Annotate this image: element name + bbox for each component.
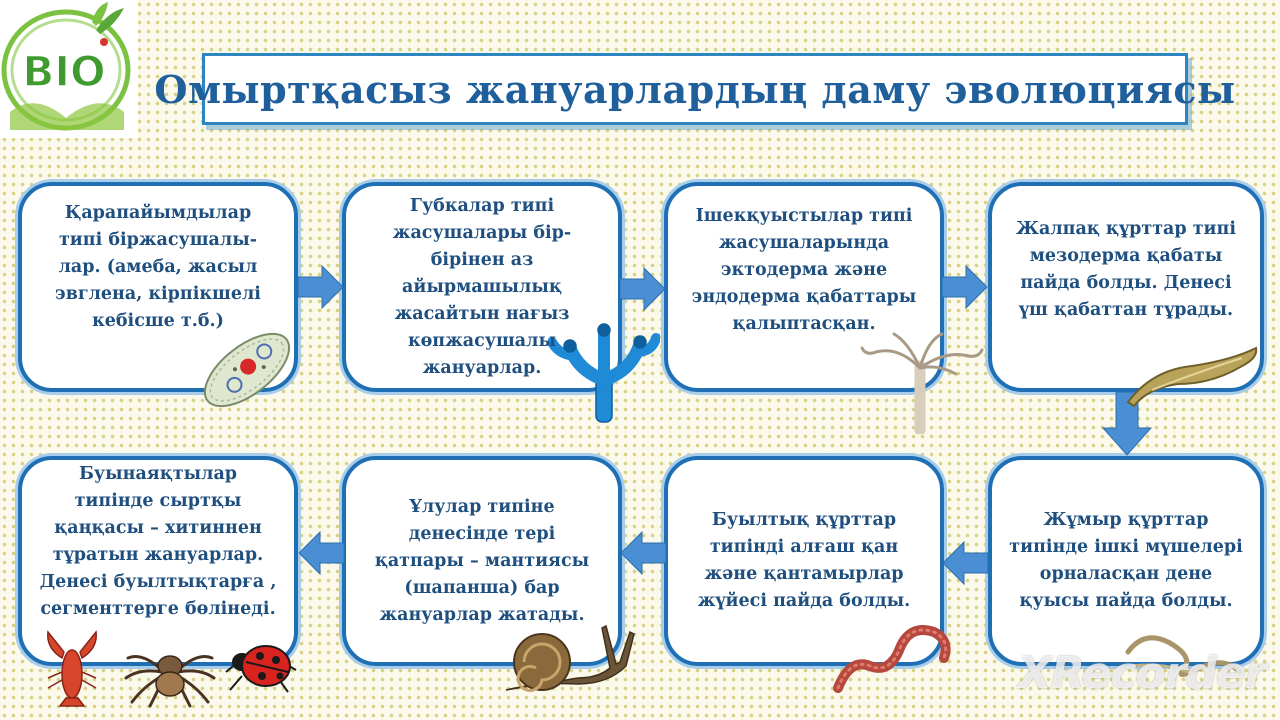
card-line: жүйесі пайда болды. — [697, 591, 911, 611]
card-line: Ұлулар типіне — [409, 496, 555, 517]
arrow-left-icon — [942, 540, 988, 586]
card-line: Ішекқуыстылар типі — [695, 205, 913, 226]
card-line: Денесі буылтықтарға , — [39, 572, 277, 592]
snail-icon — [505, 624, 635, 692]
card-line: типінде сыртқы — [74, 491, 242, 511]
hydra-icon — [860, 332, 984, 434]
earthworm-icon — [833, 625, 951, 693]
card-mollusks: Ұлулар типіне денесінде тері қатпары – м… — [342, 456, 622, 666]
card-line: Жалпақ құрттар типі — [1016, 219, 1236, 239]
card-line: айырмашылық — [402, 276, 562, 297]
card-protozoa: Қарапайымдылар типі біржасушалы- лар. (а… — [18, 182, 298, 392]
roundworm-icon — [1125, 635, 1243, 677]
card-arthropods: Буынаяқтылар типінде сыртқы қаңқасы – хи… — [18, 456, 298, 666]
card-line: қаңқасы – хитиннен — [54, 518, 262, 538]
crayfish-icon — [47, 630, 97, 707]
card-line: Буылтық құрттар — [711, 510, 897, 530]
card-line: орналасқан дене — [1039, 564, 1213, 584]
card-line: кебісше т.б.) — [92, 310, 224, 331]
card-line: тұратын жануарлар. — [52, 545, 264, 565]
card-line: (шапанша) бар — [404, 577, 560, 598]
card-line: эвглена, кірпікшелі — [55, 283, 261, 304]
card-line: мезодерма қабаты — [1029, 246, 1223, 266]
card-line: эктодерма және — [720, 259, 888, 280]
card-line: және қантамырлар — [704, 564, 904, 584]
card-line: Жұмыр құрттар — [1043, 510, 1209, 530]
card-line: типінді алғаш қан — [709, 537, 899, 557]
card-cnidaria: Ішекқуыстылар типі жасушаларында эктодер… — [664, 182, 944, 392]
card-line: типінде ішкі мүшелері — [1009, 537, 1243, 557]
card-line: бірінен аз — [430, 249, 534, 270]
card-flatworms: Жалпақ құрттар типі мезодерма қабаты пай… — [988, 182, 1264, 392]
ladybug-icon — [225, 645, 297, 693]
card-line: пайда болды. Денесі — [1020, 273, 1232, 293]
arrow-right-icon — [298, 264, 344, 310]
card-line: денесінде тері — [408, 523, 556, 544]
card-annelids: Буылтық құрттар типінді алғаш қан және қ… — [664, 456, 944, 666]
bio-logo-text: BIO — [22, 47, 105, 96]
card-line: қуысы пайда болды. — [1019, 591, 1233, 611]
card-line: Губкалар типі — [409, 195, 555, 216]
card-roundworms: Жұмыр құрттар типінде ішкі мүшелері орна… — [988, 456, 1264, 666]
card-line: Буынаяқтылар — [78, 464, 238, 484]
bio-logo-icon: BIO — [1, 2, 131, 131]
card-line: эндодерма қабаттары — [691, 286, 917, 307]
title-box: Омыртқасыз жануарлардың даму эволюциясы — [154, 53, 1235, 125]
arrow-left-icon — [298, 530, 344, 576]
page-title: Омыртқасыз жануарлардың даму эволюциясы — [154, 66, 1236, 112]
spider-icon — [124, 655, 216, 708]
card-line: жануарлар жатады. — [379, 604, 585, 625]
card-line: үш қабаттан тұрады. — [1018, 300, 1234, 320]
card-sponges: Губкалар типі жасушалары бір- бірінен аз… — [342, 182, 622, 392]
card-line: лар. (амеба, жасыл — [58, 256, 258, 277]
card-line: жасайтын нағыз — [394, 303, 570, 324]
arrow-right-icon — [620, 266, 666, 312]
card-line: жасушалары бір- — [392, 222, 572, 243]
paramecium-icon — [203, 332, 291, 408]
arrow-right-icon — [942, 264, 988, 310]
card-line: қалыптасқан. — [732, 313, 876, 334]
card-line: сегменттерге бөлінеді. — [40, 599, 276, 619]
flatworm-icon — [1126, 346, 1258, 408]
card-line: Қарапайымдылар — [64, 202, 252, 223]
card-line: жануарлар. — [422, 357, 542, 378]
card-line: қатпары – мантиясы — [374, 550, 590, 571]
card-line: жасушаларында — [718, 232, 890, 253]
bio-logo: BIO — [0, 0, 138, 138]
sponge-icon — [548, 323, 660, 423]
card-line: типі біржасушалы- — [58, 229, 258, 250]
card-line: көпжасушалы — [407, 330, 556, 351]
recorder-watermark: XRecorder — [1018, 648, 1267, 699]
arrow-left-icon — [620, 530, 666, 576]
